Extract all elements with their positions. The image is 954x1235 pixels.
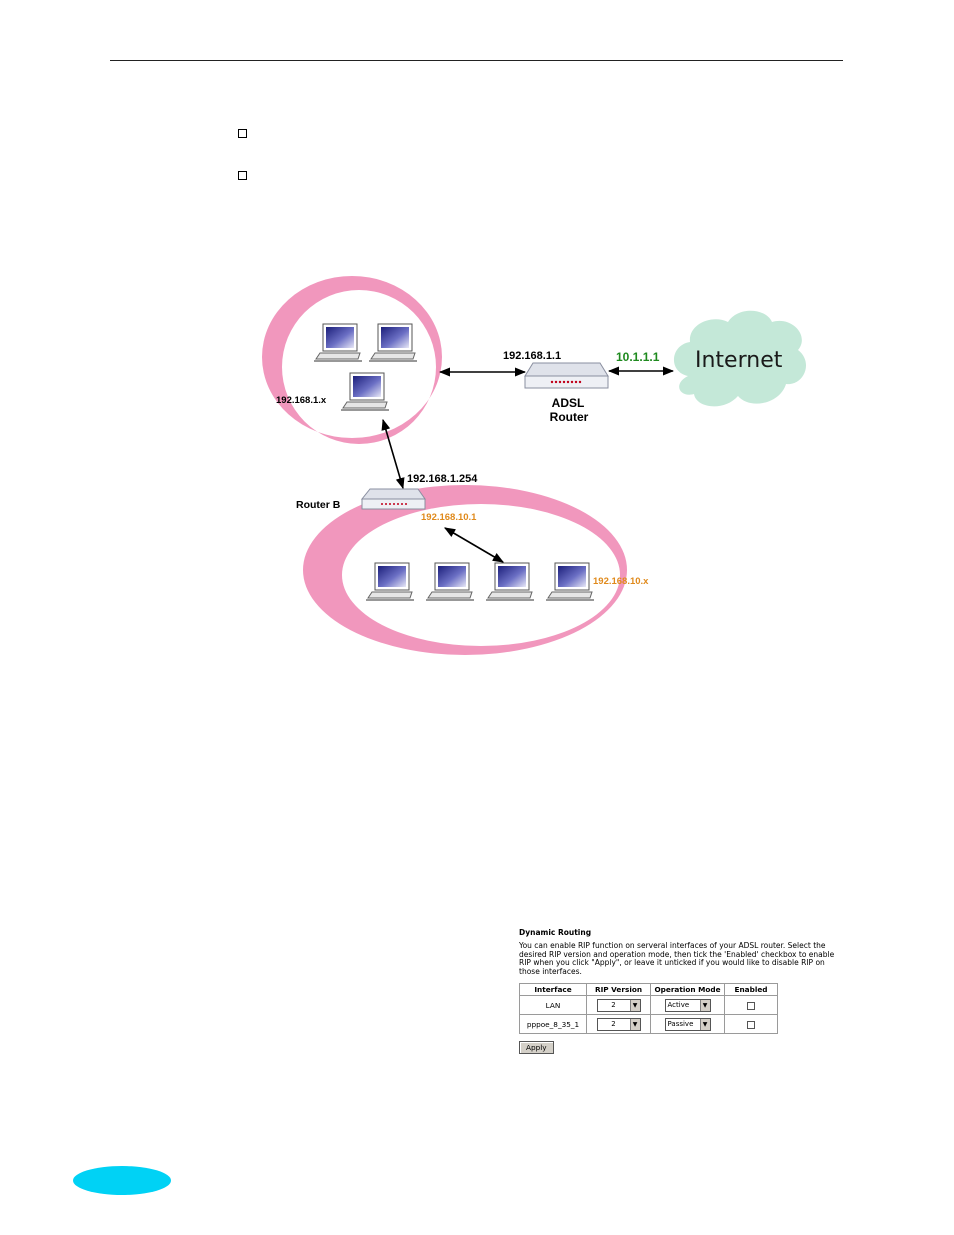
column-header-rip-version: RIP Version bbox=[586, 983, 651, 997]
link-arrow bbox=[381, 418, 405, 490]
laptop-icon bbox=[485, 562, 535, 601]
link-arrow bbox=[444, 527, 504, 563]
chevron-down-icon: ▼ bbox=[699, 999, 710, 1011]
adsl-router-label-line2: Router bbox=[550, 410, 589, 424]
laptop-icon bbox=[425, 562, 475, 601]
panel-description: You can enable RIP function on serveral … bbox=[519, 941, 835, 976]
column-header-enabled: Enabled bbox=[724, 983, 778, 997]
lan1-ring bbox=[262, 276, 442, 444]
rip-table: Interface RIP Version Operation Mode Ena… bbox=[519, 983, 778, 1035]
laptop-icon bbox=[368, 323, 418, 362]
internet-label: Internet bbox=[695, 348, 783, 373]
bullet-2 bbox=[238, 171, 247, 180]
chevron-down-icon: ▼ bbox=[699, 1018, 710, 1030]
operation-mode-select[interactable]: Passive▼ bbox=[664, 1017, 711, 1031]
laptop-icon bbox=[545, 562, 595, 601]
adsl-router-label-line1: ADSL bbox=[552, 396, 585, 410]
router-b-wan-ip-label: 192.168.1.254 bbox=[407, 473, 478, 485]
enabled-checkbox[interactable] bbox=[747, 1001, 755, 1010]
table-row: pppoe_8_35_1 2▼ Passive▼ bbox=[519, 1014, 778, 1035]
page-number-oval bbox=[73, 1166, 171, 1195]
table-row: LAN 2▼ Active▼ bbox=[519, 995, 778, 1016]
panel-title: Dynamic Routing bbox=[519, 928, 592, 937]
laptop-icon bbox=[313, 323, 363, 362]
column-header-operation-mode: Operation Mode bbox=[650, 983, 725, 997]
laptop-icon bbox=[340, 372, 390, 411]
adsl-lan-ip-label: 192.168.1.1 bbox=[503, 350, 561, 362]
laptop-icon bbox=[365, 562, 415, 601]
header-rule bbox=[110, 60, 843, 61]
lan2-subnet-label: 192.168.10.x bbox=[593, 576, 649, 587]
rip-version-select[interactable]: 2▼ bbox=[596, 998, 641, 1012]
column-header-interface: Interface bbox=[519, 983, 587, 997]
chevron-down-icon: ▼ bbox=[629, 999, 640, 1011]
rip-version-select[interactable]: 2▼ bbox=[596, 1017, 641, 1031]
chevron-down-icon: ▼ bbox=[629, 1018, 640, 1030]
dynamic-routing-panel: Dynamic Routing You can enable RIP funct… bbox=[519, 928, 839, 1055]
interface-name: LAN bbox=[519, 995, 587, 1016]
router-b-icon bbox=[360, 488, 426, 510]
enabled-checkbox[interactable] bbox=[747, 1020, 755, 1029]
interface-name: pppoe_8_35_1 bbox=[519, 1014, 587, 1035]
operation-mode-select[interactable]: Active▼ bbox=[664, 998, 711, 1012]
adsl-router-icon bbox=[524, 362, 609, 389]
router-b-label: Router B bbox=[296, 499, 341, 511]
lan1-subnet-label: 192.168.1.x bbox=[276, 395, 327, 406]
router-b-lan-ip-label: 192.168.10.1 bbox=[421, 512, 477, 523]
bullet-1 bbox=[238, 129, 247, 138]
apply-button[interactable]: Apply bbox=[519, 1041, 554, 1055]
adsl-wan-ip-label: 10.1.1.1 bbox=[616, 350, 660, 364]
internet-cloud-icon bbox=[673, 310, 807, 407]
